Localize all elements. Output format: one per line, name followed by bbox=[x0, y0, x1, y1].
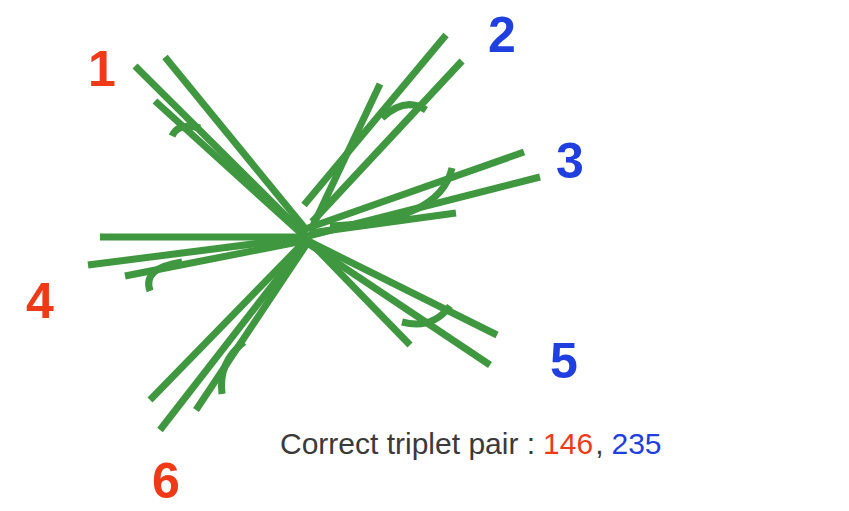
track-number: 3 bbox=[556, 136, 584, 186]
caption-text: 146 bbox=[543, 426, 593, 462]
track-number: 4 bbox=[26, 276, 54, 326]
track-number: 6 bbox=[152, 456, 180, 506]
track-number: 2 bbox=[488, 10, 516, 60]
caption-text: 235 bbox=[611, 426, 661, 462]
caption-line: Correct triplet pair :146,235 bbox=[280, 426, 662, 462]
caption-text: Correct triplet pair : bbox=[280, 426, 535, 462]
caption-text: , bbox=[595, 426, 603, 462]
track-number: 1 bbox=[88, 44, 116, 94]
track-number: 5 bbox=[550, 336, 578, 386]
